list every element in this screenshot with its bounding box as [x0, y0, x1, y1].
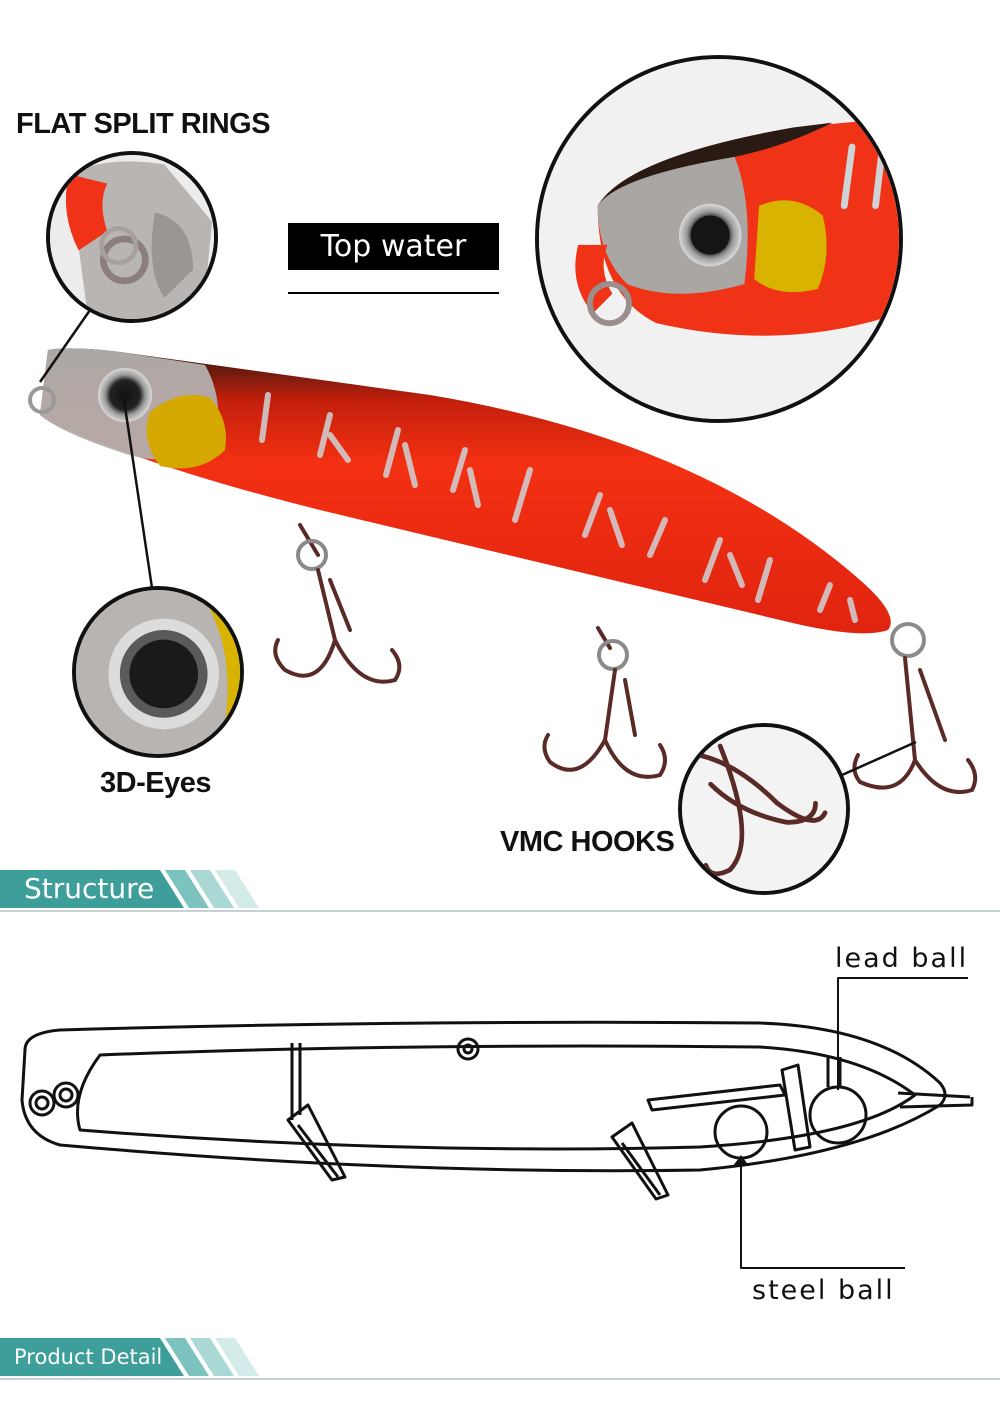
structure-rule: [0, 910, 1000, 912]
section-tab-shape: [0, 870, 259, 908]
steel-ball-leader: [740, 1159, 905, 1269]
hook-callout: [678, 723, 850, 895]
lead-ball-leader: [837, 977, 968, 1090]
structure-title: Structure: [24, 872, 155, 905]
vmc-hooks-label: VMC HOOKS: [500, 826, 675, 858]
lure-stripes: [259, 392, 858, 623]
top-water-badge: Top water: [288, 223, 499, 270]
eyes-label: 3D-Eyes: [100, 767, 211, 799]
lure-body: [40, 348, 891, 634]
product-detail-title: Product Detail: [14, 1345, 163, 1369]
head-callout: [535, 55, 903, 423]
split-ring-callout: [46, 151, 218, 323]
product-detail-section-header: Product Detail: [0, 1338, 1000, 1382]
steel-ball: [713, 1104, 769, 1160]
lure-gill: [146, 395, 226, 469]
split-ring-icon: [100, 235, 149, 285]
lead-ball: [808, 1085, 868, 1145]
product-detail-rule: [0, 1378, 1000, 1380]
treble-hook-icon: [542, 626, 667, 779]
structure-diagram: [20, 977, 974, 1269]
eye-callout: [72, 586, 244, 758]
split-ring-icon: [586, 281, 632, 327]
steel-ball-label: steel ball: [752, 1275, 895, 1306]
structure-section-header: Structure: [0, 870, 1000, 914]
split-rings-label: FLAT SPLIT RINGS: [16, 108, 271, 140]
top-water-underline: [288, 292, 499, 294]
lead-ball-label: lead ball: [835, 943, 969, 974]
eye-icon: [98, 368, 152, 422]
section-tab-shape: [0, 1338, 259, 1376]
treble-hook-icon: [852, 622, 978, 794]
lure-illustration: [28, 299, 978, 794]
split-ring-icon: [28, 386, 56, 414]
treble-hook-icon: [698, 743, 828, 877]
treble-hook-icon: [273, 523, 402, 684]
line-tie-icon: [28, 1089, 56, 1117]
diagram-body-outline: [20, 1020, 947, 1173]
